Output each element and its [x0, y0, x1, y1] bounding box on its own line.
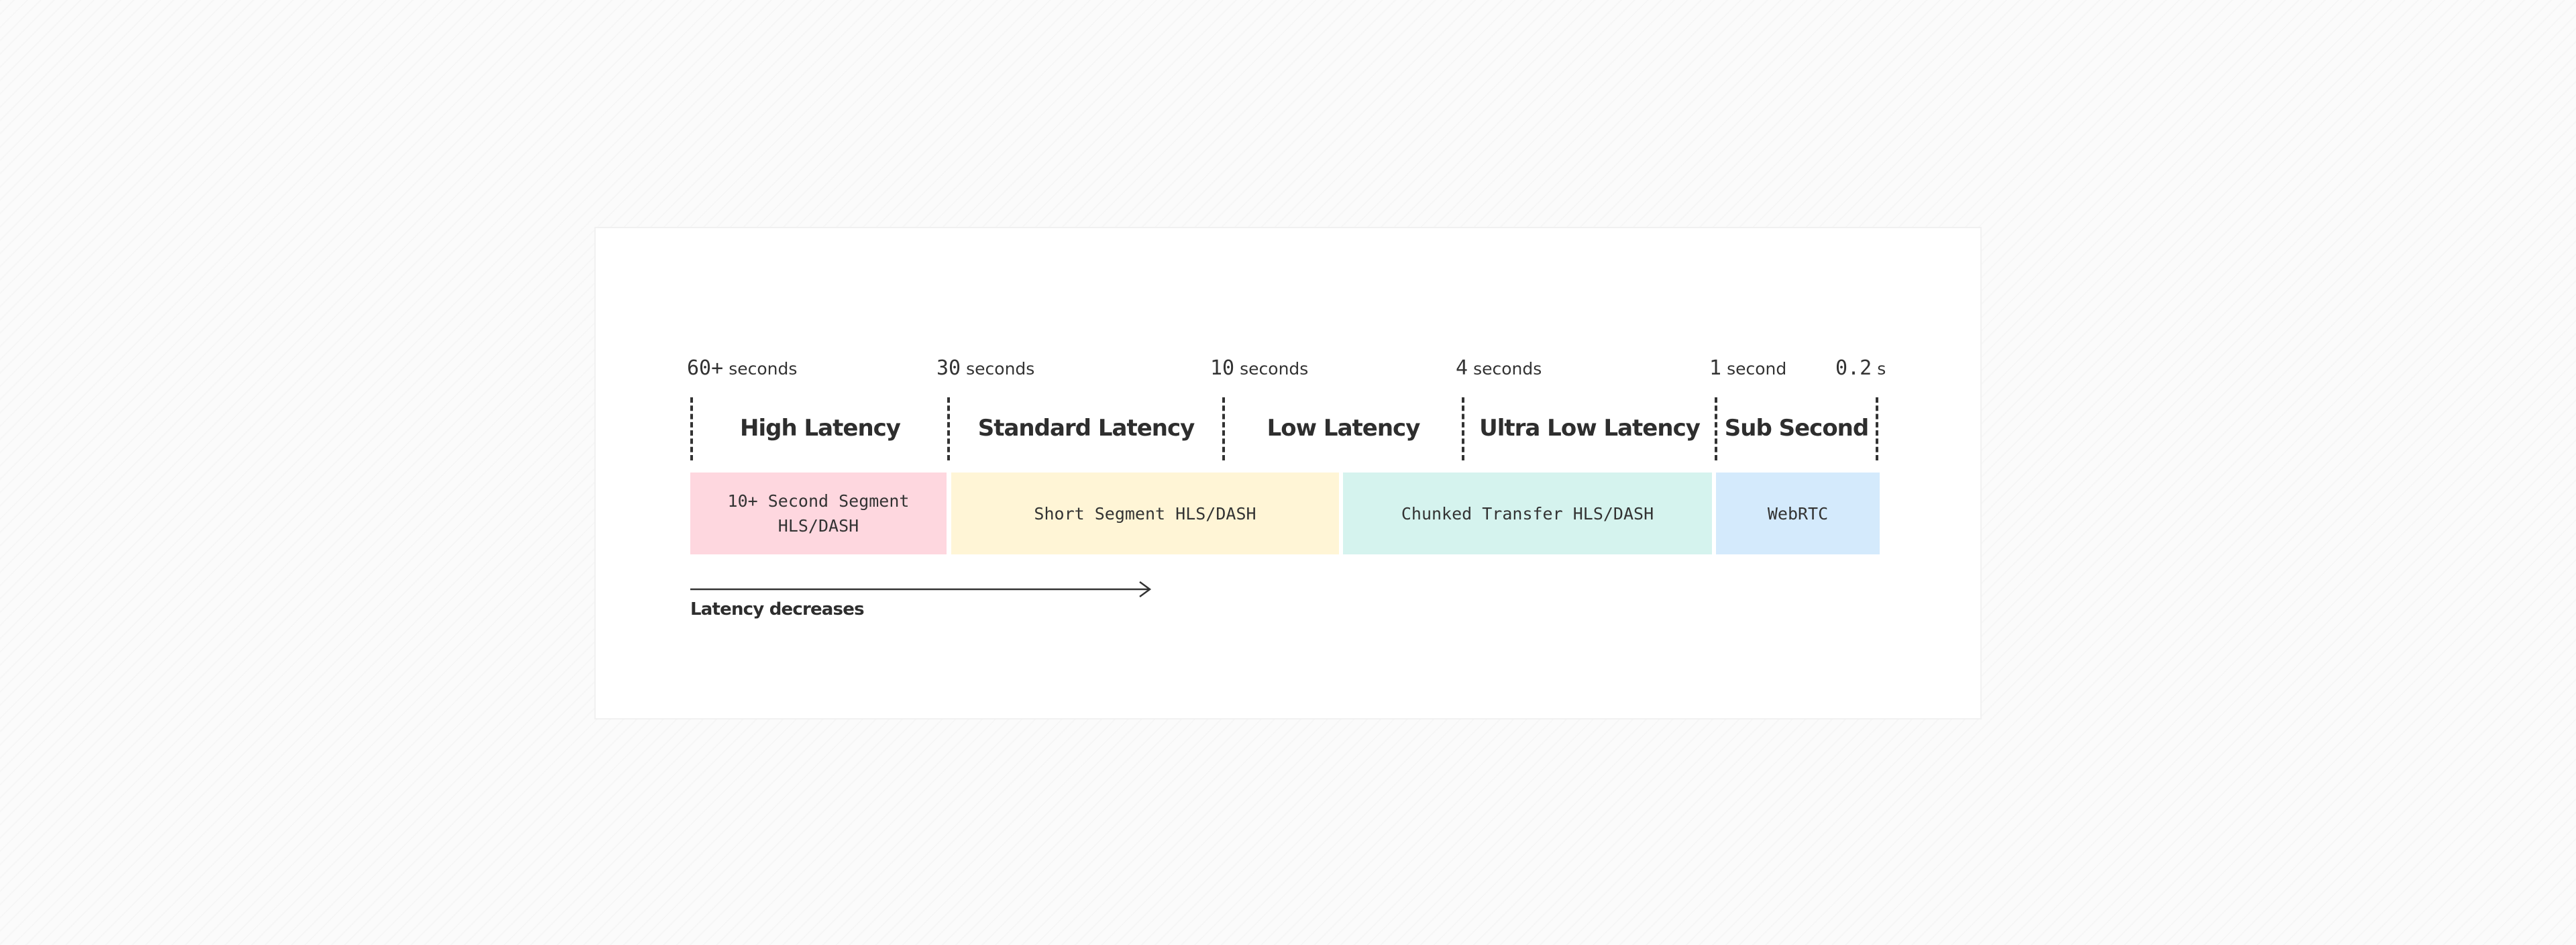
- protocol-line: Chunked Transfer HLS/DASH: [1401, 503, 1654, 524]
- arrow-caption: Latency decreases: [690, 599, 865, 619]
- latency-arrow: [690, 581, 1152, 597]
- protocol-line: HLS/DASH: [777, 516, 859, 536]
- boundary-line-1s: [1715, 397, 1717, 460]
- tick-unit: seconds: [1240, 359, 1309, 379]
- boundary-line-4s: [1462, 397, 1464, 460]
- zone-label-ultra-low-latency: Ultra Low Latency: [1479, 415, 1701, 442]
- tick-unit: second: [1727, 359, 1787, 379]
- tick-value: 1: [1709, 356, 1722, 380]
- zone-label-high-latency: High Latency: [740, 415, 901, 442]
- protocol-line: Short Segment HLS/DASH: [1034, 503, 1256, 524]
- tick-value: 10: [1210, 356, 1235, 380]
- tick-value: 30: [936, 356, 961, 380]
- boundary-line-30s: [947, 397, 950, 460]
- boundary-line-0-2s: [1876, 397, 1878, 460]
- protocol-line: 10+ Second Segment: [727, 491, 910, 511]
- protocol-block-webrtc: WebRTC: [1716, 472, 1880, 554]
- zone-label-sub-second: Sub Second: [1724, 415, 1869, 442]
- tick-60-seconds: 60+seconds: [687, 358, 797, 379]
- protocol-line: WebRTC: [1767, 503, 1829, 524]
- tick-unit: seconds: [966, 359, 1035, 379]
- tick-unit: seconds: [1473, 359, 1542, 379]
- boundary-line-60s: [690, 397, 693, 460]
- protocol-block-short-segment-hls-dash: Short Segment HLS/DASH: [951, 472, 1339, 554]
- tick-value: 60+: [687, 356, 724, 380]
- tick-value: 0.2: [1835, 356, 1872, 380]
- zone-label-low-latency: Low Latency: [1267, 415, 1421, 442]
- tick-unit: s: [1877, 359, 1886, 379]
- arrow-head-icon: [1139, 581, 1152, 597]
- protocol-block-long-segment-hls-dash: 10+ Second Segment HLS/DASH: [690, 472, 947, 554]
- zone-label-standard-latency: Standard Latency: [977, 415, 1195, 442]
- tick-unit: seconds: [729, 359, 798, 379]
- protocol-block-chunked-transfer-hls-dash: Chunked Transfer HLS/DASH: [1343, 472, 1712, 554]
- tick-value: 4: [1456, 356, 1468, 380]
- boundary-line-10s: [1222, 397, 1225, 460]
